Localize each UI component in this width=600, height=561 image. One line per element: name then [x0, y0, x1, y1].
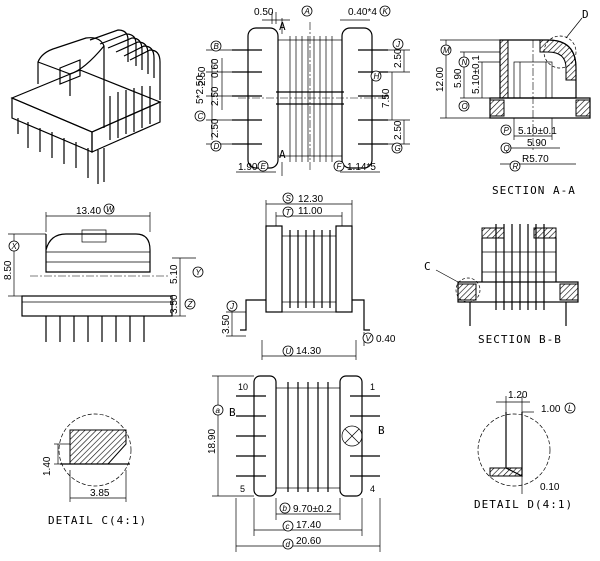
dim-1430: 14.30: [296, 346, 321, 357]
tag-z: Z: [187, 300, 194, 309]
dim-1340: 13.40: [76, 206, 101, 217]
section-bb: C SECTION B-B: [424, 224, 579, 346]
dim-050: 0.50: [254, 7, 274, 18]
iso-pins: [17, 118, 105, 184]
tag-h: H: [374, 72, 380, 81]
side-view: 13.40 W 8.50 X 5.10 Y 3.50 Z: [3, 203, 204, 342]
tag-b-lower: b: [283, 504, 288, 513]
dim-040: 0.40: [376, 334, 396, 345]
pin-label-1: 1: [370, 382, 375, 392]
dim-1100: 11.00: [298, 206, 323, 217]
section-aa: D 12.00 M 5.90 N 5.10±0.1 O 5.10±0.1 P 5…: [435, 8, 591, 197]
detail-d-caption: DETAIL D(4:1): [474, 498, 573, 511]
isometric-view: [10, 29, 162, 184]
tag-k: K: [383, 7, 389, 16]
tag-u: U: [286, 347, 292, 356]
tag-e: E: [261, 162, 267, 171]
tag-r: R: [513, 162, 519, 171]
dim-250-right2: 2.50: [393, 120, 404, 140]
tag-t: T: [286, 208, 292, 217]
tag-y: Y: [196, 268, 202, 277]
section-mark-a-top: A: [279, 20, 286, 33]
bottom-ribs: [287, 382, 329, 492]
dim-1230: 12.30: [298, 194, 323, 205]
dim-750: 7.50: [381, 88, 392, 108]
dim-250-a: 2.50: [197, 66, 208, 86]
dim-385: 3.85: [90, 488, 110, 499]
dim-r570: R5.70: [522, 154, 549, 165]
dim-040x4: 0.40*4: [348, 7, 377, 18]
tag-p: P: [504, 126, 510, 135]
bottom-left-pins: [236, 395, 266, 477]
detail-mark-d: D: [582, 8, 589, 21]
section-mark-b-left: B: [229, 406, 236, 419]
dim-2060: 20.60: [296, 536, 321, 547]
tag-g: G: [395, 144, 401, 153]
bottom-view: 10 1 5 4 B B 18.90 a b 9.70±0.2 c 17.40 …: [207, 375, 385, 552]
dim-1200: 12.00: [435, 67, 446, 92]
tag-d-lower: d: [286, 540, 291, 549]
tag-f: F: [337, 162, 343, 171]
detail-c-caption: DETAIL C(4:1): [48, 514, 147, 527]
dim-250-c: 2.50: [210, 118, 221, 138]
tag-n: N: [462, 58, 468, 67]
tag-q: Q: [504, 144, 510, 153]
section-mark-b-right: B: [378, 424, 385, 437]
tag-a-lower: a: [216, 406, 221, 415]
side-pins: [45, 316, 145, 342]
section-bb-caption: SECTION B-B: [478, 333, 562, 346]
tag-x: X: [11, 242, 18, 251]
dim-590-h: 5.90: [527, 138, 547, 149]
tag-i: J: [395, 40, 401, 49]
dim-120: 1.20: [508, 390, 528, 401]
pin-label-5: 5: [240, 484, 245, 494]
bottom-right-pins: [350, 395, 380, 477]
pin1-marker: [341, 425, 363, 447]
section-bb-ribs: [495, 224, 545, 310]
pin-label-10: 10: [238, 382, 248, 392]
dim-590-v: 5.90: [453, 68, 464, 88]
dim-100: 1.00: [541, 404, 561, 415]
dim-250-right: 2.50: [393, 48, 404, 68]
tag-c: C: [198, 112, 204, 121]
tag-j: J: [229, 302, 235, 311]
dim-510: 5.10: [169, 264, 180, 284]
dim-140: 1.40: [42, 456, 53, 476]
tag-c-lower: c: [286, 522, 290, 531]
dim-510-v: 5.10±0.1: [471, 55, 482, 94]
front-view: 12.30 S 11.00 T 3.50 J 14.30 U V 0.40: [221, 192, 396, 360]
tag-s: S: [286, 194, 292, 203]
dim-010: 0.10: [540, 482, 560, 493]
tag-v: V: [366, 334, 372, 343]
detail-c: 1.40 3.85 DETAIL C(4:1): [42, 413, 147, 527]
dim-5x250: 5*2.50: [195, 75, 206, 104]
detail-d: 1.20 1.00 L 0.10 DETAIL D(4:1): [474, 390, 576, 511]
dim-060: 0.60: [210, 58, 221, 78]
tag-o: O: [462, 102, 468, 111]
dim-250-b: 2.50: [210, 86, 221, 106]
dim-114x5: 1.14*5: [347, 162, 376, 173]
tag-l: L: [568, 404, 572, 413]
top-left-pins: [232, 49, 262, 145]
tag-m: M: [443, 46, 450, 55]
tag-a: A: [304, 7, 310, 16]
dim-350: 3.50: [169, 294, 180, 314]
dim-510-h: 5.10±0.1: [518, 126, 557, 137]
dim-1740: 17.40: [296, 520, 321, 531]
dim-970: 9.70±0.2: [293, 504, 332, 515]
tag-b: B: [214, 42, 220, 51]
tag-d: D: [214, 142, 220, 151]
section-mark-a-bottom: A: [279, 148, 286, 161]
dim-850: 8.50: [3, 260, 14, 280]
dim-1890: 18.90: [207, 429, 218, 454]
section-aa-caption: SECTION A-A: [492, 184, 576, 197]
pin-label-4: 4: [370, 484, 375, 494]
detail-mark-c: C: [424, 260, 431, 273]
top-ribs: [289, 36, 333, 162]
dim-190: 1.90: [238, 162, 258, 173]
dim-350-front: 3.50: [221, 314, 232, 334]
tag-w: W: [106, 205, 115, 214]
top-view: A A 0.50 A 0.40*4 K 5*2.50 2.50 0.60 2.5…: [194, 5, 410, 176]
